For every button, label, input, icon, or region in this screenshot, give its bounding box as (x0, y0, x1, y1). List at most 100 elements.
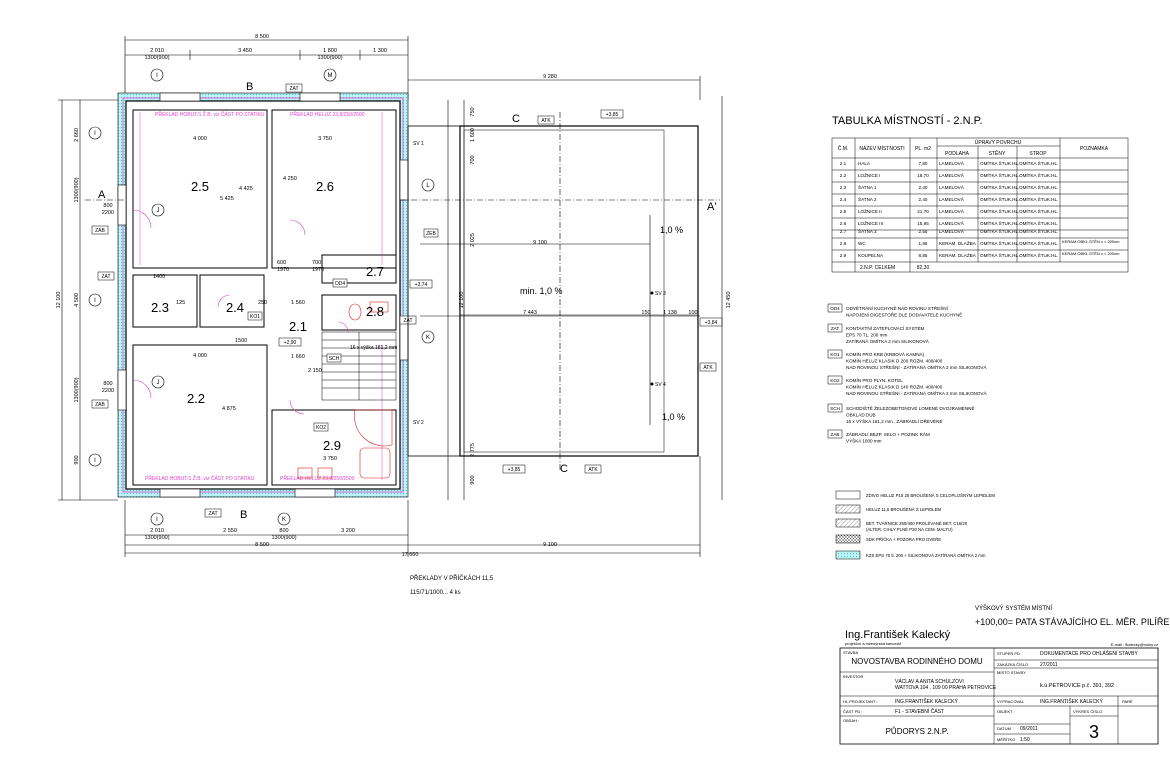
dim-inner: 700 (312, 260, 321, 266)
room-number: 2.7 (366, 264, 384, 279)
cell-ceiling: OMÍTKA ŠTUK.HL. (1019, 208, 1058, 214)
cell-floor: LAMELOVÁ (939, 208, 965, 214)
dimension-lines-left (58, 99, 118, 501)
cell-ceiling: OMÍTKA ŠTUK.HL. (1019, 252, 1058, 258)
legend-code: KO2 (830, 378, 840, 383)
sv-label: SV 4 (655, 382, 666, 388)
dim-top-1: 2 010 (150, 48, 164, 54)
sv-label: SV 1 (413, 141, 424, 147)
dim-inner: 3 750 (323, 456, 337, 462)
table-title: TABULKA MÍSTNOSTÍ - 2.N.P. (832, 114, 983, 127)
material-label: BET. TVÁRNICE 250/400 PROLÉVANÉ BET. C16… (866, 521, 968, 526)
dim-inner: 7 443 (523, 310, 537, 316)
cell-area: 2,55 (919, 229, 928, 234)
material-swatch (835, 490, 861, 500)
cell-walls: OMÍTKA ŠTUK.HL. (980, 184, 1019, 190)
obsah-value: PŮDORYS 2.N.P. (886, 727, 949, 736)
legend-text: EPS 70 TL. 200 mm (846, 333, 887, 338)
tag-ko2: KO2 (316, 425, 326, 431)
cell-floor: KERAM. DLAŽBA (939, 251, 977, 258)
th-upravy: ÚPRAVY POVRCHU (975, 139, 1022, 146)
legend-text: 16 x VÝŠKA 181,2 mm , ZÁBRADLÍ DŘEVĚNÉ (846, 417, 943, 424)
axis-label: I (94, 458, 96, 464)
stavba-label: STAVBA (843, 650, 859, 655)
level-tag: +3,85 (606, 112, 619, 118)
cast-label: ČÁST PD : (843, 709, 863, 714)
material-label-2: (ALTER. CIHLY PLNÉ P20 NA CEM. MALTU) (866, 527, 953, 532)
dimension-lines-bottom (124, 456, 701, 557)
tag-zab: ZAB (95, 228, 105, 234)
height-system-title: VÝŠKOVÝ SYSTÉM MÍSTNÍ (975, 605, 1052, 612)
dim-left: 1300(900) (74, 377, 80, 402)
cell-num: 2.4 (840, 197, 847, 202)
room-number: 2.6 (316, 179, 334, 194)
hip-label: HL.PROJEKTANT : (843, 699, 878, 704)
dim-bottom: 9 100 (543, 542, 557, 548)
zakazka-label: ZAKÁZKA ČÍSLO (997, 662, 1028, 667)
cell-area: 7,80 (919, 161, 928, 166)
axis-label: I (94, 298, 96, 304)
cell-name: WC (858, 241, 866, 246)
hip-value: ING.FRANTIŠEK KALECKÝ (895, 698, 958, 705)
stair-note: 16 x výška 181,2 mm (350, 345, 397, 351)
dim-right: 12 450 (726, 292, 732, 309)
dim-left: 2 660 (74, 128, 80, 142)
dim-inner: 4 875 (222, 406, 236, 412)
axis-label: J (157, 208, 160, 214)
cell-num: 2.5 (840, 209, 847, 214)
cell-ceiling: OMÍTKA ŠTUK.HL. (1019, 160, 1058, 166)
room-number: 2.4 (226, 300, 244, 315)
door-swings (132, 209, 349, 415)
lintel-title: PŘEKLADY V PŘÍČKÁCH 11,5 (410, 574, 494, 582)
material-label: ZDIVO HELUZ P15 25 BROUŠENÁ S CELOPLOŠNÝ… (866, 493, 995, 498)
dim-top-5: 1300(900) (317, 55, 342, 61)
dim-top-total: 8 500 (255, 34, 269, 40)
dim-left: 800 (103, 203, 112, 209)
cell-num: 2.6 (840, 221, 847, 226)
dim-inner: 2 150 (308, 368, 322, 374)
level-tag: +2,90 (284, 340, 297, 346)
dim-right: 12 100 (459, 292, 465, 309)
dim-left: 800 (103, 381, 112, 387)
dim-left: 900 (74, 455, 80, 464)
cell-name: LOŽNICE III (858, 219, 883, 226)
dim-inner: 1 560 (291, 300, 305, 306)
cell-num: 2.1 (840, 161, 847, 166)
vykres-number: 3 (1089, 722, 1099, 742)
tag-zab: ZAB (95, 402, 105, 408)
cell-name: ŠATNA 1 (858, 184, 877, 190)
legend-text: KOMÍN PRO KRB (KRBOVÁ KAMNA) (846, 351, 925, 357)
dim-right: 900 (470, 475, 476, 484)
cell-floor: LAMELOVÁ (939, 184, 965, 190)
dim-inner: 150 (641, 310, 650, 316)
material-label: SDK PŘÍČKA + POZORA PRO DVEŘE (866, 537, 941, 542)
cell-num: 2.3 (840, 185, 847, 190)
stupen-label: STUPEŇ PD (997, 651, 1020, 656)
legend-text: KOMÍN HELUZ KLASIK D 140 ROZM. 400/400 (846, 384, 943, 390)
datum-label: DATUM (997, 726, 1011, 731)
cell-floor: LAMELOVÁ (939, 228, 965, 234)
lintel-note: PŘEKLAD HELUZ 23,8/250/2500 (280, 474, 355, 482)
legend-text: NAD ROVINOU STŘEŠNÍ - ZATÍRANÁ OMÍTKA 2 … (846, 363, 987, 370)
legend-text: NAD ROVINOU STŘEŠNÍ - ZATÍRANÁ OMÍTKA 2 … (846, 389, 987, 396)
cell-walls: OMÍTKA ŠTUK.HL. (980, 220, 1019, 226)
level-tag: +3,74 (415, 282, 428, 288)
designer-name: Ing.František Kalecký (845, 629, 951, 641)
tag-zat: ZAT (101, 274, 110, 280)
cell-walls: OMÍTKA ŠTUK.HL. (980, 196, 1019, 202)
material-label: HELUZ 11,5 BROUŠENÁ S LEPIDLEM (866, 507, 942, 512)
th-strop: STROP (1029, 151, 1047, 157)
dim-bottom: 1300(900) (144, 535, 169, 541)
vykres-label: VÝKRES ČÍSLO (1073, 709, 1102, 714)
level-tag: +3,85 (508, 467, 521, 473)
cell-walls: OMÍTKA ŠTUK.HL. (980, 228, 1019, 234)
dim-bottom: 8 500 (255, 542, 269, 548)
interior-walls (132, 109, 397, 486)
room-number: 2.8 (366, 304, 384, 319)
vypracoval-value: ING.FRANTIŠEK KALECKÝ (1040, 698, 1103, 705)
dim-left: 4 500 (74, 293, 80, 307)
dim-left: 12 100 (56, 292, 62, 309)
lintel-detail: 115/71/1000... 4 ks (410, 590, 461, 596)
tag-sch: SCH (329, 356, 340, 362)
terrace-edge (459, 125, 699, 457)
